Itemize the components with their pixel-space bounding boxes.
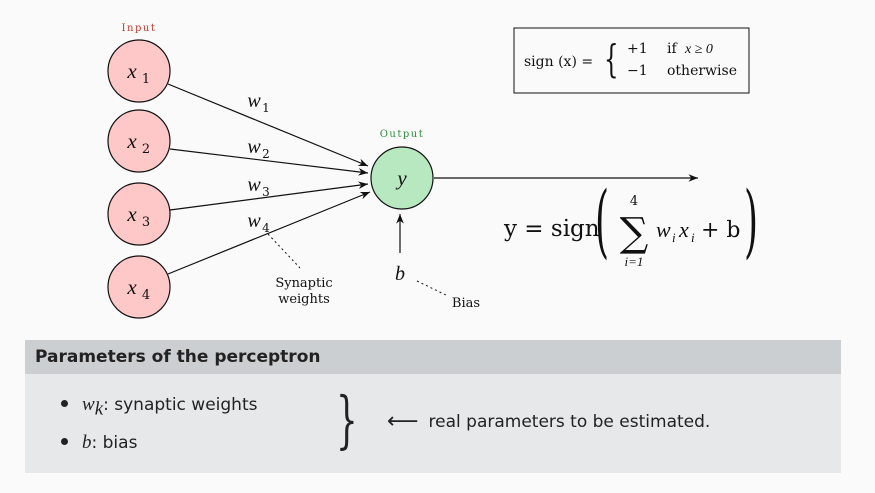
svg-text:1: 1 (262, 101, 270, 115)
weight-label-w2: w 2 (247, 136, 269, 161)
long-left-arrow-icon: ⟵ (387, 409, 419, 434)
svg-text:w: w (656, 217, 671, 242)
svg-text:4: 4 (142, 288, 150, 303)
svg-text:(: ( (595, 173, 609, 267)
weight-symbol: w (82, 394, 95, 415)
bias-item-symbol: b (82, 432, 92, 453)
input-node-x1: x 1 (107, 39, 171, 103)
svg-text:+ b: + b (701, 218, 741, 243)
svg-text:x: x (126, 202, 137, 226)
svg-text:x ≥ 0: x ≥ 0 (684, 42, 713, 57)
weight-index: k (94, 398, 104, 420)
svg-text:y = sign: y = sign (503, 216, 600, 242)
svg-text:x: x (126, 275, 137, 299)
right-brace-icon: } (336, 383, 358, 456)
svg-text:3: 3 (262, 185, 270, 199)
svg-text:otherwise: otherwise (667, 63, 737, 79)
svg-text:w: w (247, 90, 261, 112)
bias-annotation: Bias (452, 296, 480, 311)
conclusion: ⟵ real parameters to be estimated. (387, 408, 711, 434)
edge-x3-y (169, 181, 369, 211)
output-node-y: y (370, 146, 434, 210)
svg-text:4: 4 (262, 221, 270, 235)
svg-text:{: { (604, 38, 619, 82)
block-title: Parameters of the perceptron (25, 340, 841, 374)
svg-text:x: x (678, 217, 689, 242)
input-node-x4: x 4 (107, 255, 171, 319)
bias-symbol: b (395, 263, 405, 285)
svg-text:i=1: i=1 (625, 254, 644, 269)
svg-text:w: w (247, 174, 261, 196)
svg-text:x: x (126, 129, 137, 153)
bias-annotation-leader (416, 280, 449, 297)
svg-text:∑: ∑ (620, 210, 649, 256)
list-item-weights: wk: synaptic weights (61, 394, 257, 420)
svg-text:+1: +1 (627, 41, 648, 57)
svg-text:): ) (744, 173, 758, 267)
parameters-block: Parameters of the perceptron wk: synapti… (25, 340, 841, 473)
svg-text:2: 2 (142, 142, 150, 157)
svg-text:w: w (247, 210, 261, 232)
svg-text:2: 2 (262, 147, 270, 161)
edge-x2-y (169, 148, 369, 176)
svg-text:sign (x) =: sign (x) = (524, 54, 593, 70)
synaptic-annotation-leader (267, 233, 301, 269)
conclusion-text: real parameters to be estimated. (428, 412, 711, 432)
perceptron-diagram: Input Output x 1 x 2 x 3 x 4 y w 1 w 2 (107, 23, 758, 319)
synaptic-annotation-line2: weights (278, 292, 330, 307)
weight-label-w4: w 4 (247, 210, 270, 235)
bias-text: : bias (91, 433, 138, 453)
weight-label-w3: w 3 (247, 174, 269, 199)
svg-text:4: 4 (630, 194, 638, 209)
sign-function-box: sign (x) = { +1 if x ≥ 0 −1 otherwise (513, 27, 750, 94)
svg-text:3: 3 (142, 215, 150, 230)
svg-text:1: 1 (142, 72, 150, 87)
svg-text:i: i (672, 230, 676, 245)
input-node-x3: x 3 (107, 182, 171, 246)
input-label: Input (122, 23, 157, 34)
bullet-icon (61, 399, 68, 407)
svg-text:x: x (126, 59, 137, 83)
block-body: wk: synaptic weights b: bias } ⟵ real par… (25, 374, 841, 473)
svg-text:w: w (247, 136, 261, 158)
svg-text:y: y (395, 166, 407, 190)
list-item-bias: b: bias (61, 432, 137, 454)
svg-text:i: i (691, 230, 695, 245)
output-formula: y = sign ( 4 ∑ i=1 w i x i + b ) (503, 173, 758, 269)
svg-text:−1: −1 (627, 63, 648, 79)
synaptic-annotation-line1: Synaptic (275, 276, 332, 291)
edge-x4-y (167, 191, 371, 275)
weight-text: : synaptic weights (103, 395, 258, 415)
output-label: Output (380, 129, 425, 140)
svg-text:if: if (667, 41, 678, 57)
weight-label-w1: w 1 (247, 90, 269, 115)
input-node-x2: x 2 (107, 109, 171, 173)
edge-x1-y (167, 83, 369, 167)
bullet-icon (61, 437, 68, 445)
